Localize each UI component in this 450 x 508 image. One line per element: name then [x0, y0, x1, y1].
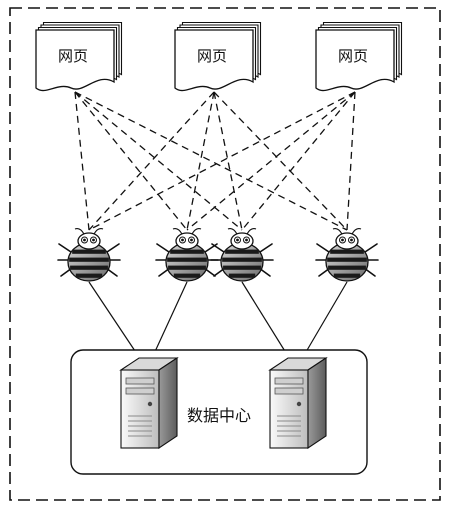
crawl-link: [186, 91, 356, 231]
spider-stripe: [70, 265, 108, 270]
spider-pupil: [92, 238, 95, 242]
spider-icon: [57, 227, 121, 282]
crawl-link: [74, 91, 188, 231]
spider-pupil: [83, 238, 86, 242]
spider-stripe: [228, 273, 256, 278]
spider-antenna: [93, 227, 104, 235]
server-icon: [119, 356, 179, 450]
spider-stripe: [222, 257, 262, 262]
datacenter-label: 数据中心: [187, 406, 251, 425]
spider-pupil: [236, 238, 239, 242]
spider-icon: [315, 227, 379, 282]
spider-stripe: [170, 249, 204, 254]
spider-antenna: [351, 227, 362, 235]
spider-pupil: [181, 238, 184, 242]
webpage: 网页: [315, 21, 403, 92]
spider-icon: [155, 227, 219, 282]
webpage: 网页: [35, 21, 123, 92]
crawl-link: [88, 91, 356, 231]
spider-antenna: [191, 227, 202, 235]
spider-leg: [211, 243, 225, 253]
spider-pupil: [190, 238, 193, 242]
spider-pupil: [245, 238, 248, 242]
spider-stripe: [173, 273, 201, 278]
spider-stripe: [168, 265, 206, 270]
webpages: 网页 网页 网页: [35, 21, 403, 92]
spider-leg: [156, 243, 170, 253]
spider-antenna: [227, 227, 238, 235]
spider-stripe: [333, 273, 361, 278]
spider-pupil: [341, 238, 344, 242]
spider-stripe: [223, 265, 261, 270]
servers: [119, 356, 328, 450]
crawl-link: [74, 91, 243, 231]
spider-leg: [259, 243, 273, 253]
spider-stripe: [69, 257, 109, 262]
server-drive-bay: [274, 377, 304, 385]
webpage-label: 网页: [197, 47, 227, 65]
spider-stripe: [330, 249, 364, 254]
server-power-light: [147, 401, 153, 407]
server-power-light: [296, 401, 302, 407]
webpage-front: [35, 29, 115, 92]
crawl-link: [88, 91, 215, 231]
spiders: [57, 227, 379, 282]
server-side: [307, 356, 327, 450]
spider-antenna: [172, 227, 183, 235]
spider-stripe: [75, 273, 103, 278]
outer-boundary: [9, 7, 441, 501]
crawl-link: [241, 91, 356, 231]
crawl-link: [74, 91, 348, 231]
crawl-link: [346, 91, 356, 231]
spider-leg: [106, 243, 120, 253]
spider-pupil: [350, 238, 353, 242]
webpage-front: [174, 29, 254, 92]
server-side: [158, 356, 178, 450]
spider-leg: [58, 243, 72, 253]
webpage: 网页: [174, 21, 262, 92]
server-icon: [268, 356, 328, 450]
spider-leg: [364, 243, 378, 253]
webpage-label: 网页: [58, 47, 88, 65]
crawl-link: [74, 91, 90, 231]
spider-stripe: [328, 265, 366, 270]
spider-stripe: [225, 249, 259, 254]
crawl-link: [213, 91, 243, 231]
spider-leg: [316, 243, 330, 253]
spider-antenna: [74, 227, 85, 235]
spider-antenna: [246, 227, 257, 235]
webpage-label: 网页: [338, 47, 368, 65]
spider-stripe: [72, 249, 106, 254]
crawl-links: [74, 91, 356, 231]
server-drive-bay: [274, 387, 304, 395]
spider-stripe: [327, 257, 367, 262]
webpage-front: [315, 29, 395, 92]
server-drive-bay: [125, 387, 155, 395]
crawl-link: [186, 91, 215, 231]
spider-antenna: [332, 227, 343, 235]
crawl-link: [213, 91, 348, 231]
spider-stripe: [167, 257, 207, 262]
server-drive-bay: [125, 377, 155, 385]
spider-icon: [210, 227, 274, 282]
